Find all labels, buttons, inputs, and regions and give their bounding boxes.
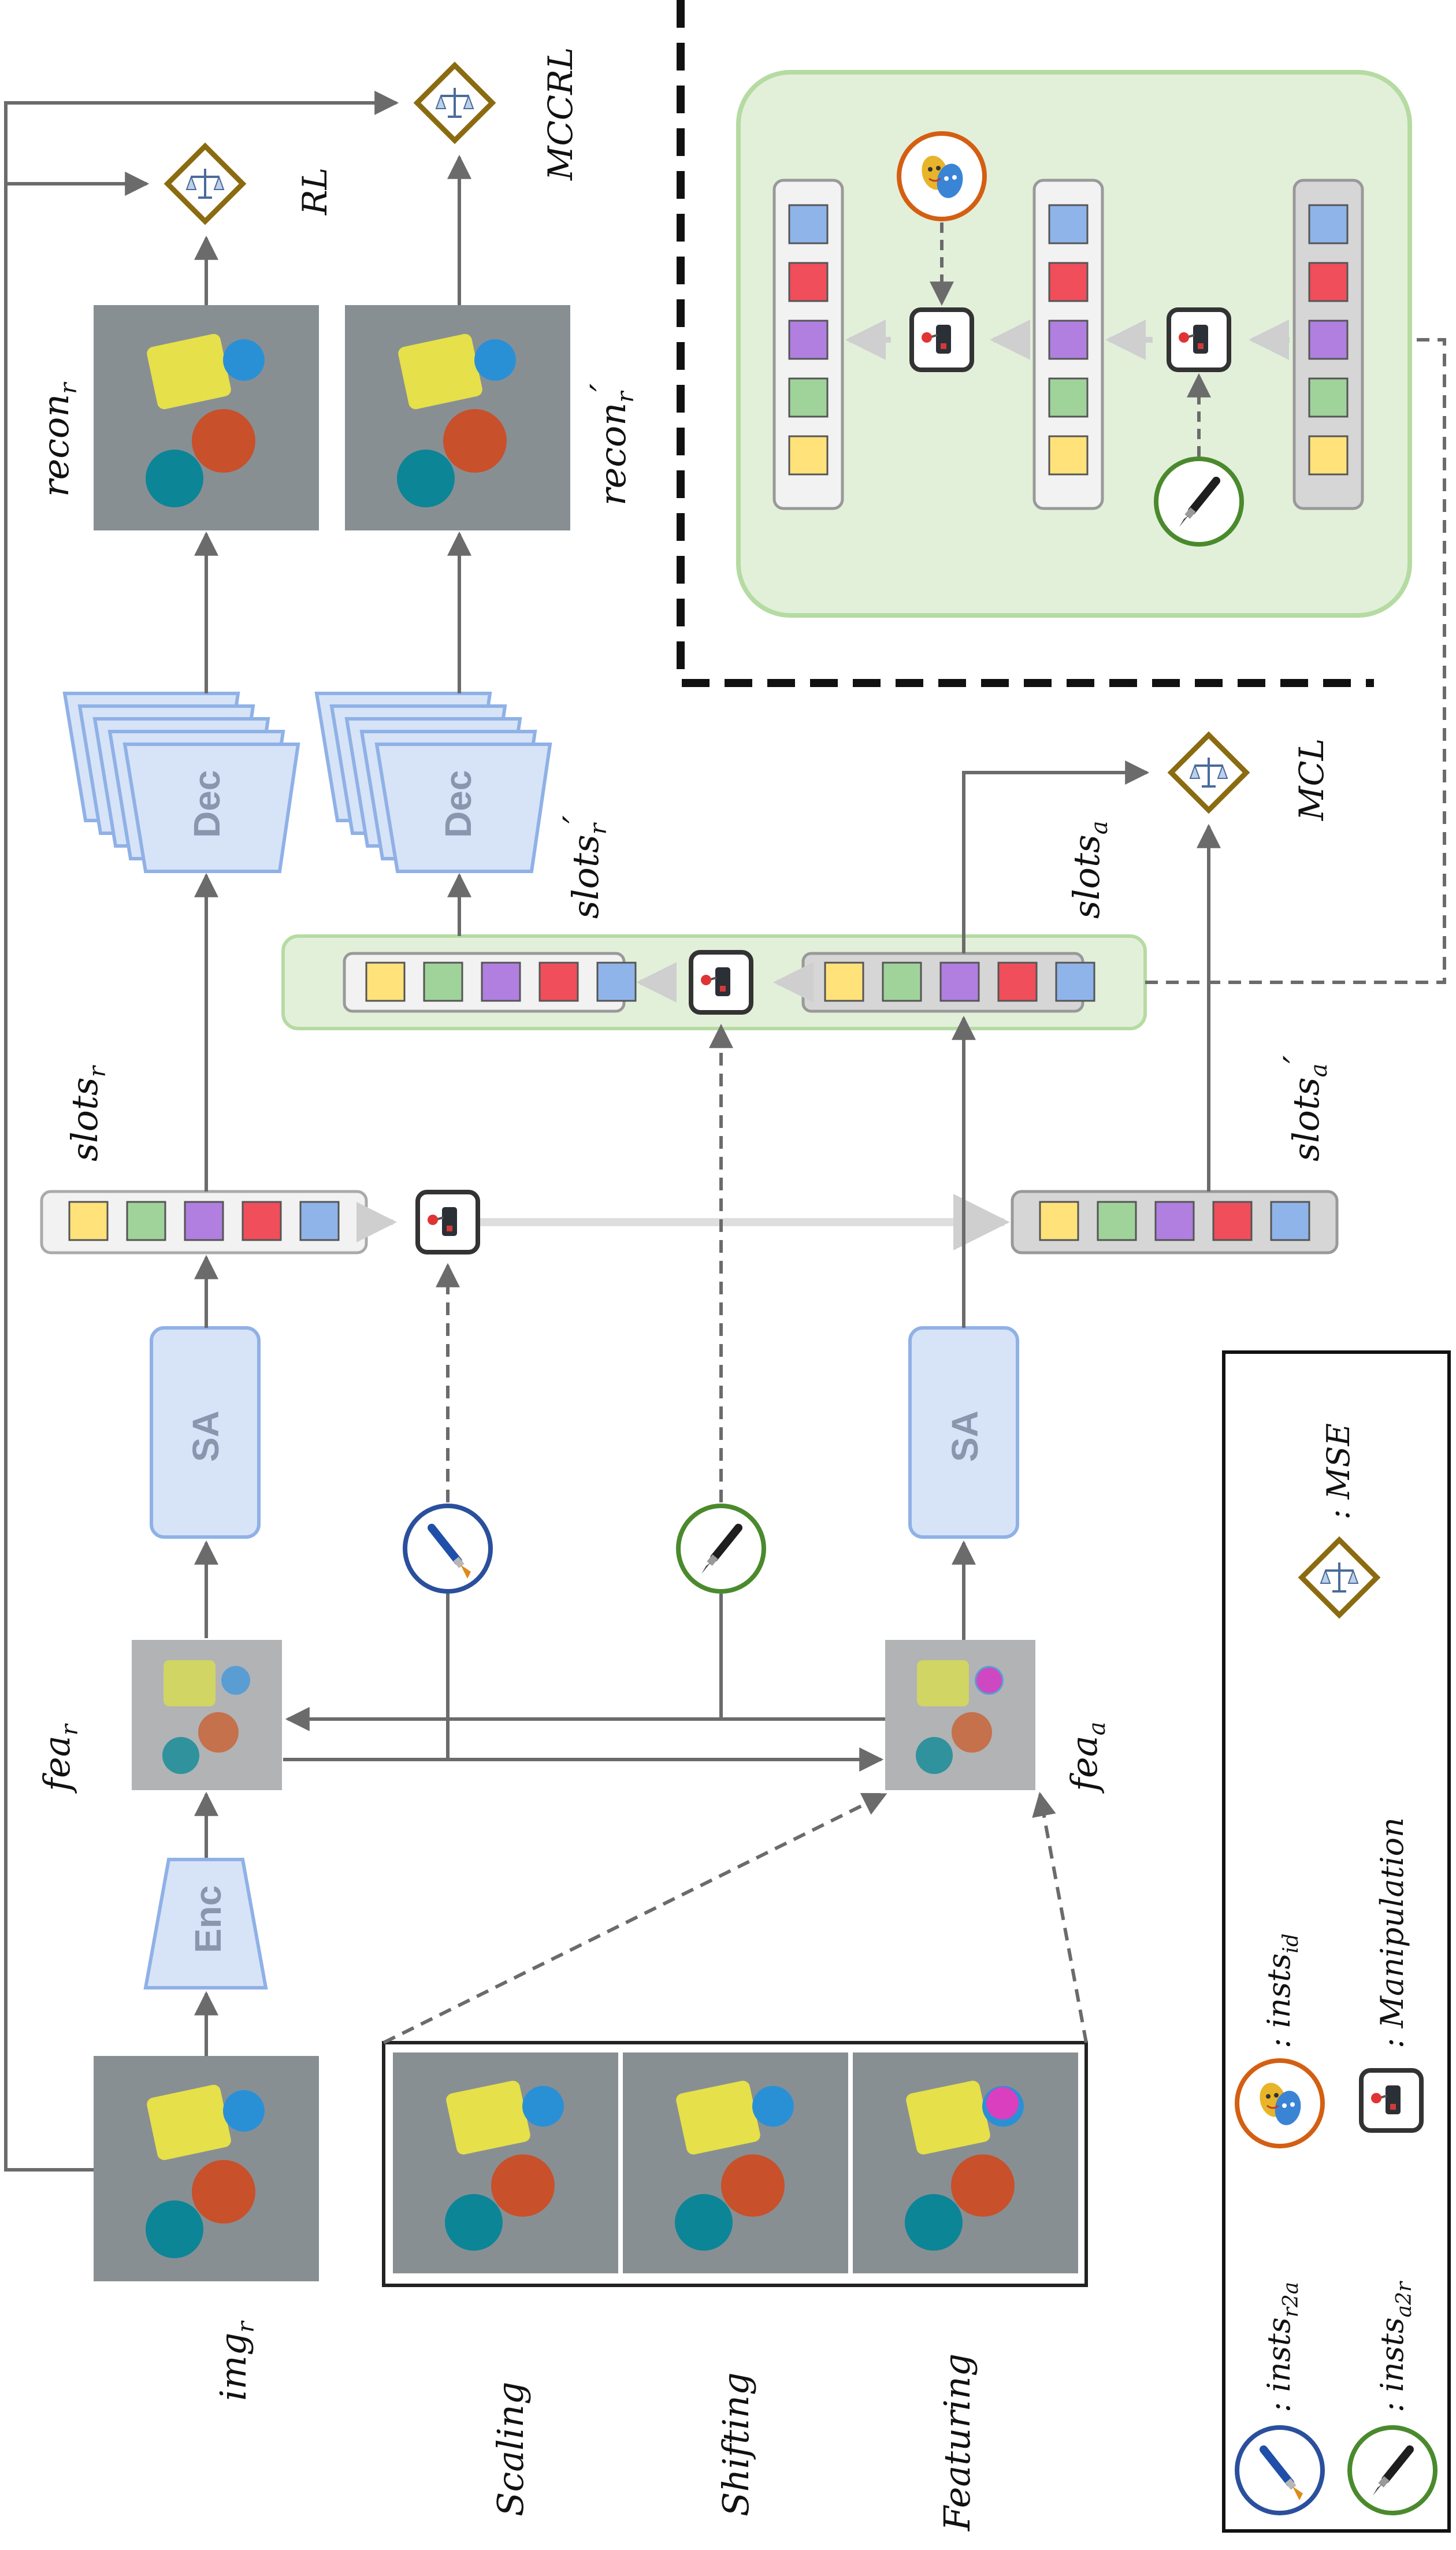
- svg-text:SA: SA: [944, 1411, 986, 1462]
- manipulation-joystick-icon: [418, 1192, 478, 1252]
- slots-a-prime-label: slotsa′: [1276, 1055, 1332, 1161]
- dec-bottom-label: Dec: [437, 770, 479, 838]
- sa-block-top: SA: [150, 1326, 261, 1539]
- encoder-block: Enc: [143, 1858, 268, 1989]
- input-image: [94, 2056, 319, 2281]
- recon-r-image: [94, 305, 319, 530]
- recon-r-prime-image: [345, 305, 570, 530]
- legend: : instsr2a : instsa2r : instsid : Manipu…: [1222, 1350, 1451, 2533]
- dec-top-label: Dec: [186, 770, 228, 838]
- fea-r-label: fear: [36, 1723, 83, 1794]
- paintbrush-icon: [405, 1506, 491, 1591]
- legend-theater-masks-icon: [1237, 2061, 1323, 2146]
- augmentation-strip: [382, 2041, 1088, 2287]
- slots-a-label: slotsa: [1065, 821, 1113, 919]
- mse-icon: [168, 146, 243, 221]
- legend-mse-label: : MSE: [1320, 1423, 1357, 1520]
- legend-id-label: : instsid: [1261, 1933, 1303, 2048]
- manipulation-panel-mid: [281, 934, 1147, 1030]
- legend-fountain-pen-icon: [1350, 2427, 1435, 2513]
- aug-shifting-label: Shifting: [715, 2372, 757, 2516]
- mse-icon: [417, 65, 492, 140]
- manipulation-detail-panel: [736, 70, 1412, 618]
- legend-a2r-label: : instsa2r: [1374, 2281, 1416, 2412]
- recon-r-label: reconr: [35, 381, 82, 497]
- slots-r-row: [40, 1190, 368, 1254]
- connectors: [4, 91, 1221, 2172]
- legend-r2a-label: : instsr2a: [1261, 2282, 1303, 2412]
- mcl-label: MCL: [1292, 738, 1331, 821]
- fountain-pen-icon: [678, 1506, 764, 1591]
- fea-a-map: [885, 1640, 1035, 1790]
- legend-joystick-icon: [1361, 2070, 1421, 2130]
- sa-block-bottom: SA: [908, 1326, 1019, 1539]
- img-r-label: imgr: [212, 2320, 259, 2401]
- fea-r-map: [132, 1640, 282, 1790]
- aug-scaling-label: Scaling: [489, 2382, 532, 2516]
- mse-icon: [1171, 735, 1246, 810]
- legend-paintbrush-icon: [1237, 2427, 1323, 2513]
- svg-text:Enc: Enc: [187, 1885, 229, 1953]
- svg-text:SA: SA: [185, 1411, 226, 1462]
- slots-r-label: slotsr: [64, 1064, 111, 1161]
- slots-a-prime-row: [1011, 1190, 1339, 1254]
- rl-label: RL: [295, 168, 335, 216]
- decoder-bottom: Dec: [314, 692, 552, 873]
- inset-dashed-border: [677, 0, 1374, 687]
- mccrl-label: MCCRL: [541, 47, 580, 181]
- decoder-top: Dec: [62, 692, 300, 873]
- fea-a-label: feaa: [1063, 1722, 1110, 1794]
- legend-manipulation-label: : Manipulation: [1374, 1817, 1410, 2048]
- slots-r-prime-label: slotsr′: [555, 815, 612, 919]
- aug-featuring-label: Featuring: [936, 2354, 978, 2532]
- recon-r-prime-label: reconr′: [582, 383, 639, 506]
- dashed-connectors: [382, 338, 1446, 2044]
